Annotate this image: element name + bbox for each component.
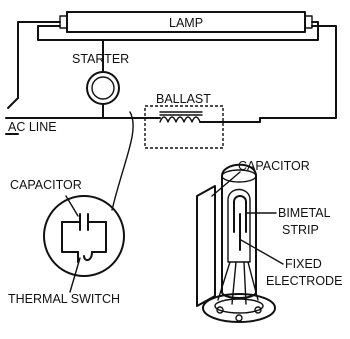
fixed-electrode-pointer bbox=[240, 239, 284, 265]
ac-line-label: AC LINE bbox=[8, 120, 57, 134]
starter bbox=[86, 39, 120, 119]
capacitor-right-label: CAPACITOR bbox=[238, 159, 310, 173]
starter-label: STARTER bbox=[72, 52, 129, 66]
thermal-switch-pointer bbox=[69, 257, 81, 293]
starter-component-drawing bbox=[196, 163, 276, 323]
bimetal-label-line1: BIMETAL bbox=[278, 206, 331, 220]
capacitor-left-label: CAPACITOR bbox=[10, 178, 82, 192]
starter-detail-leader bbox=[111, 111, 134, 211]
capacitor-left-pointer bbox=[65, 195, 79, 217]
bimetal-label-line2: STRIP bbox=[282, 223, 319, 237]
right-lamp-wiring bbox=[259, 25, 337, 119]
fixed-label-line1: FIXED bbox=[285, 257, 322, 271]
fixed-label-line2: ELECTRODE bbox=[266, 274, 342, 288]
left-lamp-wiring bbox=[7, 21, 319, 109]
ballast bbox=[144, 105, 261, 149]
lamp-label: LAMP bbox=[169, 16, 203, 30]
capacitor-right-pointer bbox=[211, 171, 241, 197]
ballast-label: BALLAST bbox=[156, 92, 211, 106]
ac-line bbox=[5, 117, 146, 135]
thermal-switch-label: THERMAL SWITCH bbox=[8, 292, 120, 306]
starter-detail-circle bbox=[43, 195, 125, 277]
